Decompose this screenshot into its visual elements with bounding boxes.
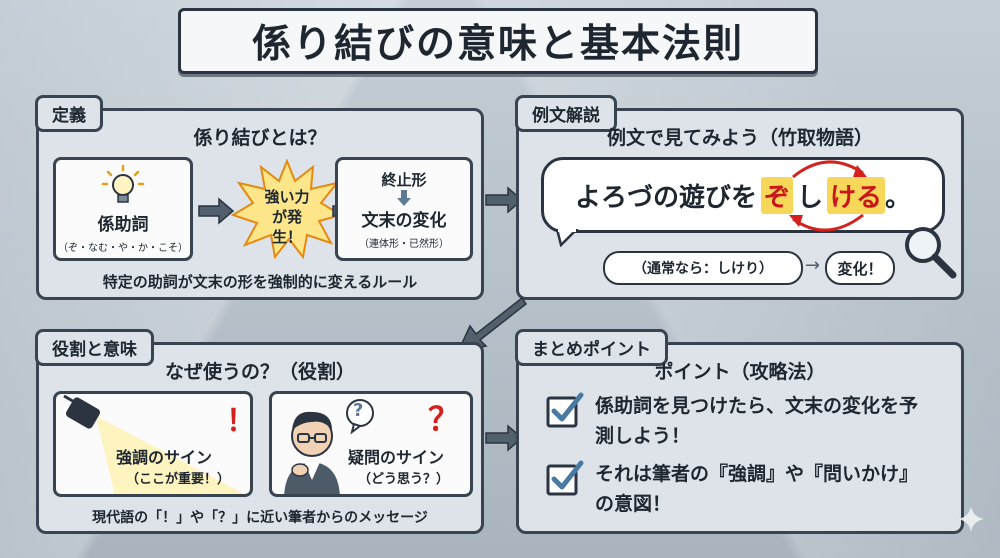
musubi-ending: ける [827, 176, 886, 214]
example-tag: 例文解説 [515, 95, 617, 132]
particle-label: 係助詞 [97, 215, 149, 235]
summary-point: それは筆者の『強調』や『問いかけ』の意図！ [545, 459, 955, 519]
arrow-right-icon [485, 424, 524, 452]
role-footer: 現代語の「！」や「？」に近い筆者からのメッセージ [92, 510, 428, 526]
title-plate: 係り結びの意味と基本法則 [178, 8, 818, 74]
normal-note: （通常なら：しけり） [603, 251, 803, 285]
magnifier-icon [905, 227, 957, 279]
page-title: 係り結びの意味と基本法則 [251, 22, 744, 67]
end-form-box: 終止形 文末の変化 （連体形・已然形） [335, 157, 473, 261]
exclamation-mark: ！ [226, 404, 253, 439]
arrow-right-icon [485, 186, 524, 214]
arrow-right-icon [198, 197, 235, 225]
bubble-tail [555, 229, 579, 247]
particle-box: 係助詞 （ぞ・なむ・や・か・こそ） [53, 157, 193, 261]
definition-rule: 特定の助詞が文末の形を強制的に変えるルール [102, 273, 418, 291]
kakari-particle: ぞ [760, 176, 793, 214]
question-title: 疑問のサイン [348, 448, 445, 467]
question-bubble-mark: ? [353, 400, 364, 421]
question-card: ? ？ 疑問のサイン （どう思う？） [269, 391, 473, 497]
change-label: 文末の変化 [361, 210, 447, 231]
summary-heading: ポイント（攻略法） [654, 361, 826, 383]
emphasis-card: ！ 強調のサイン （ここが重要！） [53, 391, 253, 497]
sentence-part: よろづの遊びを [574, 182, 757, 213]
thinking-person-icon [284, 411, 340, 494]
end-form-label: 終止形 [381, 170, 427, 189]
burst-text: 強い力が発生！ [264, 188, 310, 246]
example-heading: 例文で見てみよう（竹取物語） [606, 127, 873, 149]
summary-point: 係助詞を見つけたら、文末の変化を予測しよう！ [545, 391, 955, 451]
arrow-down-icon [397, 189, 411, 206]
burst-icon [231, 159, 343, 259]
particle-list: （ぞ・なむ・や・か・こそ） [58, 243, 188, 254]
lightbulb-icon [101, 164, 145, 203]
change-forms: （連体形・已然形） [359, 238, 449, 250]
summary-tag: まとめポイント [515, 329, 668, 366]
summary-point-text: それは筆者の『強調』や『問いかけ』の意図！ [595, 463, 919, 515]
sentence-period: 。 [885, 182, 912, 213]
emphasis-sub: （ここが重要！） [126, 472, 231, 487]
burst: 強い力が発生！ [231, 159, 343, 259]
role-heading: なぜ使うの？（役割） [164, 361, 355, 383]
role-tag: 役割と意味 [35, 329, 154, 366]
summary-panel: まとめポイント ポイント（攻略法） 係助詞を見つけたら、文末の変化を予測しよう！… [515, 329, 964, 534]
definition-tag: 定義 [35, 95, 103, 132]
question-mark: ？ [428, 400, 461, 438]
change-note: 変化！ [825, 251, 895, 285]
definition-heading: 係り結びとは？ [193, 127, 327, 149]
emphasis-title: 強調のサイン [116, 448, 213, 467]
definition-panel: 定義 係り結びとは？ 係助詞 （ぞ・なむ・や・か・こそ） 強い力が発生！ 終止形… [35, 95, 484, 300]
sentence-bubble: よろづの遊びを ぞ し ける 。 [541, 157, 945, 233]
sparkle-icon [958, 506, 984, 532]
example-panel: 例文解説 例文で見てみよう（竹取物語） よろづの遊びを ぞ し ける 。 （通常… [515, 95, 964, 300]
sentence-part: し [796, 182, 823, 213]
role-panel: 役割と意味 なぜ使うの？（役割） ！ 強調のサイン （ここが重要！） ? ？ [35, 329, 484, 534]
note-arrow: → [805, 255, 821, 276]
red-arrows-icon [789, 160, 867, 232]
checkbox-checked-icon [546, 460, 584, 496]
checkbox-checked-icon [546, 392, 584, 428]
question-sub: （どう思う？） [358, 472, 450, 487]
summary-point-text: 係助詞を見つけたら、文末の変化を予測しよう！ [595, 395, 919, 447]
spotlight-icon [63, 394, 245, 494]
question-bubble-icon [346, 399, 374, 434]
